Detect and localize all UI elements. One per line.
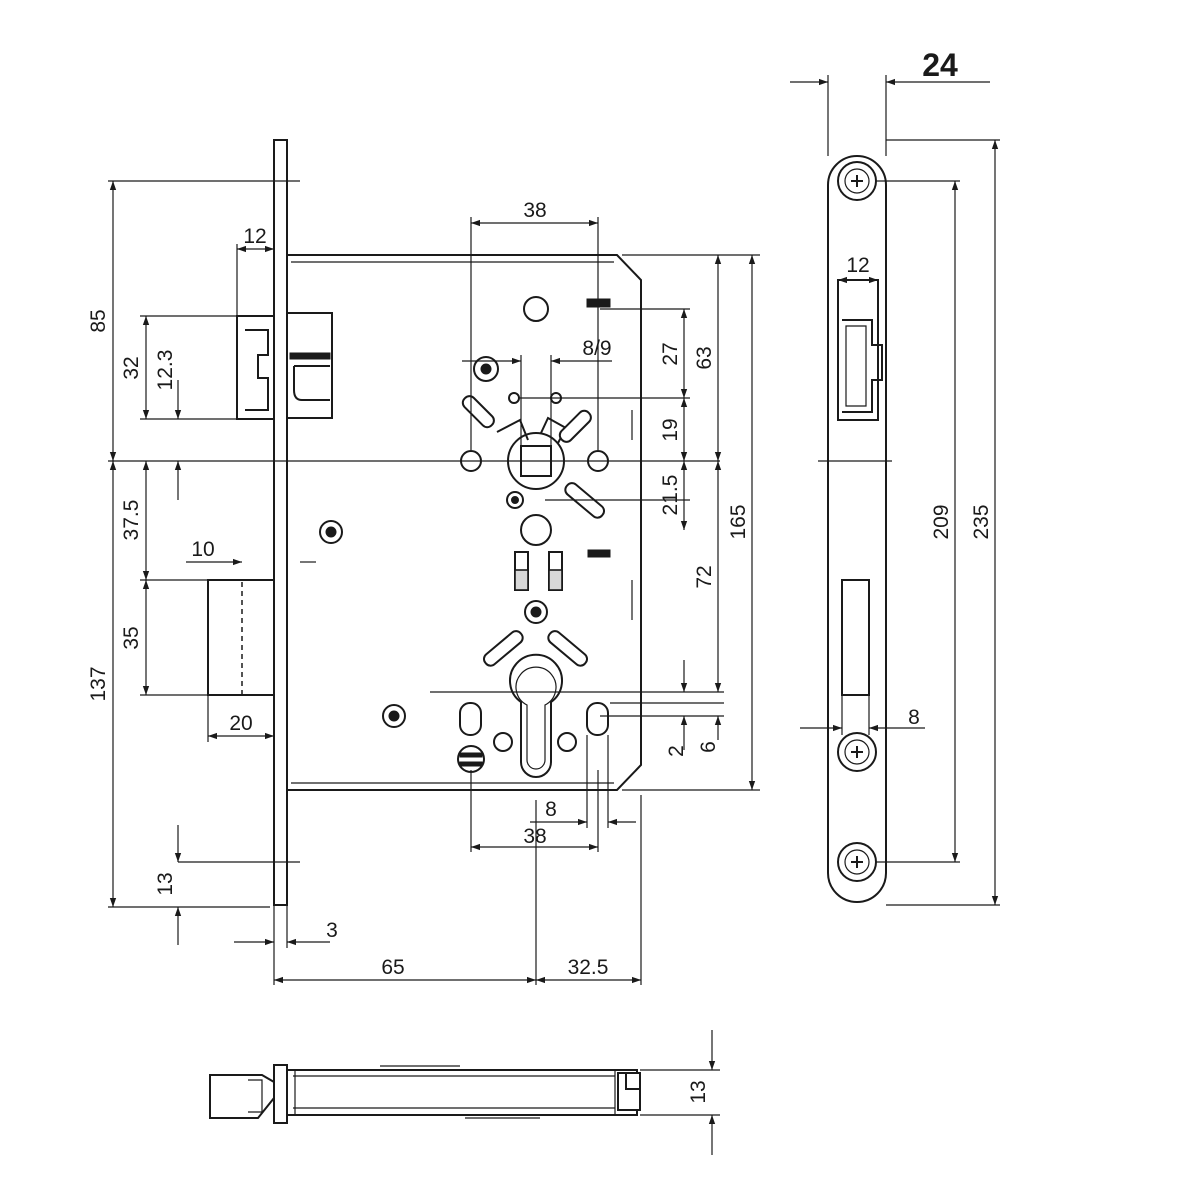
dim-cyl-2: 2 (665, 745, 688, 757)
dim-forend-screw-spacing: 209 (930, 504, 953, 539)
dim-cyl-8: 8 (545, 798, 557, 821)
follower-hub (460, 416, 609, 490)
dim-half-width: 32.5 (568, 956, 609, 979)
bottom-faceplate (273, 1064, 288, 1124)
dim-forend-width: 24 (922, 47, 958, 83)
dim-bolt-height: 35 (120, 626, 143, 649)
dim-latch-depth: 12 (243, 225, 266, 248)
dim-center-distance: 72 (693, 565, 716, 588)
forend-screw-top (837, 161, 877, 201)
dim-case-height: 165 (727, 504, 750, 539)
dim-cyl-6: 6 (697, 741, 720, 753)
dim-follower-63: 63 (693, 346, 716, 369)
dim-follower-spacing-top: 38 (523, 199, 546, 222)
dim-faceplate-thickness: 3 (326, 919, 338, 942)
dim-forend-length: 235 (970, 504, 993, 539)
dim-bolt-throw: 20 (229, 712, 252, 735)
forend-screw-bottom (837, 842, 877, 882)
dim-bottom-thickness: 13 (687, 1080, 710, 1103)
dim-lower-height: 137 (87, 666, 110, 701)
dim-backset: 65 (381, 956, 404, 979)
dim-height-total: 85 (87, 309, 110, 332)
forend-bolt-opening (841, 579, 870, 696)
cylinder-cutout (509, 653, 563, 778)
dead-bolt (207, 579, 275, 696)
dim-follower-19: 19 (659, 418, 682, 441)
dim-follower-spacing-bottom: 38 (523, 825, 546, 848)
forend-view: 24 12 209 235 8 (790, 47, 1000, 906)
bottom-view: 13 (209, 1030, 720, 1155)
front-view: 65 32.5 3 13 85 32 12.3 12 37.5 35 20 10… (87, 139, 760, 985)
dim-follower-21-5: 21.5 (659, 475, 682, 516)
upper-screw-hole (523, 296, 549, 322)
dim-forend-bolt-width: 8 (908, 706, 920, 729)
dim-square: 8/9 (582, 337, 611, 360)
dim-bolt-gap: 10 (191, 538, 214, 561)
faceplate (273, 139, 288, 906)
dim-bolt-position: 37.5 (120, 500, 143, 541)
latch-bolt (236, 312, 333, 420)
dim-faceplate-offset: 13 (154, 872, 177, 895)
dim-follower-27: 27 (659, 342, 682, 365)
dim-forend-latch-width: 12 (846, 254, 869, 277)
dim-latch-height: 32 (120, 356, 143, 379)
dim-latch-offset: 12.3 (154, 350, 177, 391)
forend-screw-middle (837, 732, 877, 772)
lock-case (287, 254, 642, 791)
